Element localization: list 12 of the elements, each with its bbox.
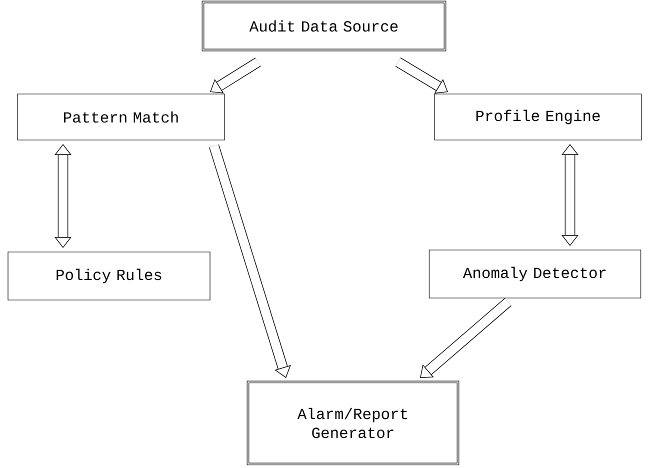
block-arrow xyxy=(209,144,291,378)
block-arrow xyxy=(420,298,512,378)
block-arrow xyxy=(210,58,261,94)
process-box: Profile Engine xyxy=(434,94,642,140)
process-box: Anomaly Detector xyxy=(428,250,642,298)
block-arrow xyxy=(561,144,579,246)
process-box: Audit Data Source xyxy=(202,0,446,52)
process-box: Alarm/Report Generator xyxy=(246,380,460,466)
process-box: Policy Rules xyxy=(8,252,210,300)
process-box: Pattern Match xyxy=(17,94,225,140)
block-arrow xyxy=(395,58,448,94)
block-arrow xyxy=(54,144,72,248)
